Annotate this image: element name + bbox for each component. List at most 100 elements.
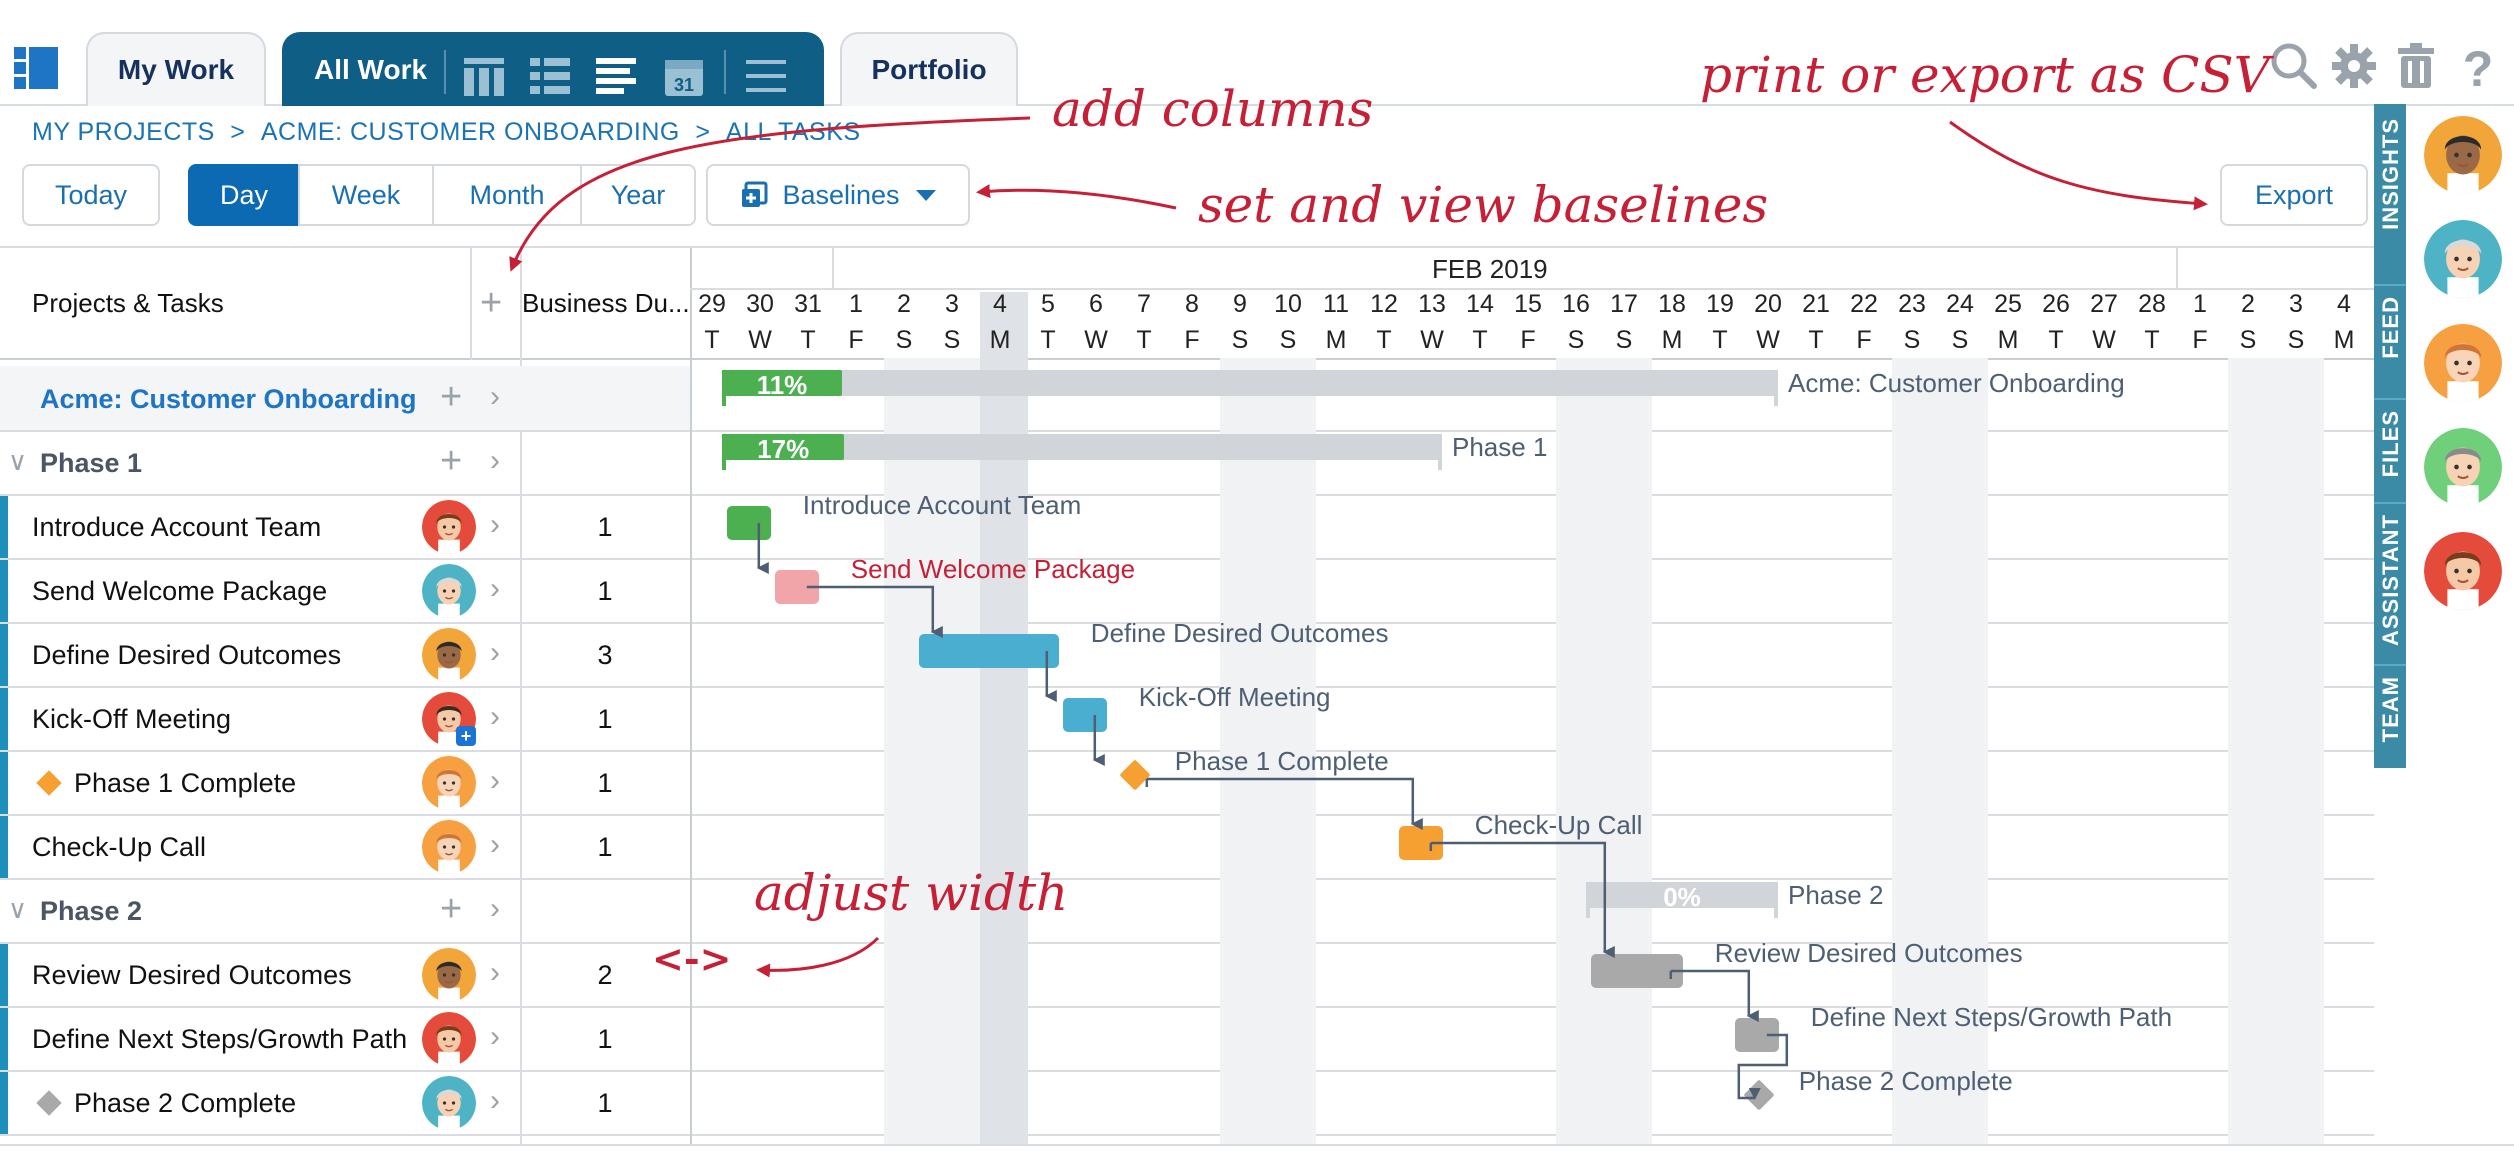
task-name[interactable]: Define Next Steps/Growth Path [32, 1024, 408, 1054]
search-icon[interactable] [2268, 40, 2320, 92]
divider [2374, 398, 2406, 400]
summary-bar[interactable] [722, 370, 1778, 396]
business-duration-value[interactable]: 1 [597, 576, 613, 606]
assignee-avatar[interactable] [422, 948, 476, 1002]
task-name[interactable]: Phase 2 [40, 896, 143, 926]
assignee-avatar[interactable] [422, 756, 476, 810]
add-task-button[interactable]: + [440, 888, 463, 930]
timeline-day: 12 [1370, 290, 1398, 318]
row-detail-chevron-icon[interactable]: › [490, 444, 500, 477]
grid-line [0, 1134, 2374, 1136]
collapse-chevron-icon[interactable]: ∨ [8, 446, 28, 476]
row-detail-chevron-icon[interactable]: › [490, 636, 500, 669]
timeline-weekday: M [2333, 326, 2355, 354]
task-bar[interactable] [1062, 698, 1107, 732]
timeline-weekday: S [943, 326, 961, 354]
row-detail-chevron-icon[interactable]: › [490, 1020, 500, 1053]
export-button[interactable]: Export [2220, 164, 2368, 226]
assignee-avatar[interactable] [422, 628, 476, 682]
side-tab-feed[interactable]: FEED [2378, 296, 2403, 359]
breadcrumb-my-projects[interactable]: MY PROJECTS [32, 118, 215, 146]
business-duration-value[interactable]: 2 [597, 960, 613, 990]
annotation-adjust-width: adjust width [754, 864, 1069, 922]
add-column-button[interactable]: + [480, 282, 503, 324]
task-name[interactable]: Kick-Off Meeting [32, 704, 232, 734]
team-member-avatar[interactable] [2424, 532, 2502, 610]
zoom-month-button[interactable]: Month [432, 164, 582, 226]
side-tab-team[interactable]: TEAM [2378, 676, 2403, 743]
add-task-button[interactable]: + [440, 440, 463, 482]
side-tab-insights[interactable]: INSIGHTS [2378, 118, 2403, 230]
side-tab-files[interactable]: FILES [2378, 410, 2403, 478]
app-menu-icon[interactable] [14, 47, 58, 89]
row-detail-chevron-icon[interactable]: › [490, 956, 500, 989]
trash-icon[interactable] [2390, 40, 2442, 92]
task-name[interactable]: Review Desired Outcomes [32, 960, 352, 990]
task-name[interactable]: Introduce Account Team [32, 512, 322, 542]
grid-line [0, 750, 2374, 752]
row-detail-chevron-icon[interactable]: › [490, 700, 500, 733]
assignee-avatar[interactable] [422, 820, 476, 874]
row-detail-chevron-icon[interactable]: › [490, 1084, 500, 1117]
row-detail-chevron-icon[interactable]: › [490, 764, 500, 797]
timeline-weekday: W [1420, 326, 1444, 354]
column-header-tasks[interactable]: Projects & Tasks [32, 288, 224, 318]
business-duration-value[interactable]: 1 [597, 832, 613, 862]
task-bar[interactable] [918, 634, 1059, 668]
menu-icon[interactable] [744, 54, 788, 98]
zoom-year-button[interactable]: Year [580, 164, 696, 226]
task-name[interactable]: Define Desired Outcomes [32, 640, 342, 670]
bar-label: Phase 1 [1452, 432, 1548, 462]
assignee-avatar[interactable] [422, 564, 476, 618]
gear-icon[interactable] [2328, 40, 2380, 92]
zoom-week-button[interactable]: Week [298, 164, 434, 226]
task-name[interactable]: Send Welcome Package [32, 576, 328, 606]
list-view-icon[interactable] [528, 54, 572, 98]
tab-portfolio[interactable]: Portfolio [840, 32, 1018, 106]
add-task-button[interactable]: + [440, 376, 463, 418]
task-name[interactable]: Acme: Customer Onboarding [40, 384, 417, 414]
timeline-weekday: F [1520, 326, 1536, 354]
row-detail-chevron-icon[interactable]: › [490, 828, 500, 861]
summary-bar[interactable] [1586, 882, 1778, 908]
business-duration-value[interactable]: 1 [597, 1088, 613, 1118]
business-duration-value[interactable]: 1 [597, 704, 613, 734]
team-member-avatar[interactable] [2424, 428, 2502, 506]
baselines-dropdown[interactable]: Baselines [706, 164, 970, 226]
task-name[interactable]: Phase 2 Complete [74, 1088, 297, 1118]
assignee-avatar[interactable] [422, 500, 476, 554]
row-detail-chevron-icon[interactable]: › [490, 572, 500, 605]
today-button[interactable]: Today [22, 164, 160, 226]
assignee-avatar[interactable] [422, 1076, 476, 1130]
collapse-chevron-icon[interactable]: ∨ [8, 894, 28, 924]
business-duration-value[interactable]: 1 [597, 512, 613, 542]
tab-my-work[interactable]: My Work [86, 32, 266, 106]
breadcrumb-project[interactable]: ACME: CUSTOMER ONBOARDING [260, 118, 680, 146]
chevron-down-icon [915, 190, 936, 201]
gantt-view-icon[interactable] [594, 54, 638, 98]
row-detail-chevron-icon[interactable]: › [490, 380, 500, 413]
assignee-avatar[interactable] [422, 1012, 476, 1066]
side-tab-assistant[interactable]: ASSISTANT [2378, 514, 2403, 647]
business-duration-value[interactable]: 3 [597, 640, 613, 670]
add-assignee-icon[interactable]: + [456, 726, 476, 746]
zoom-day-button[interactable]: Day [188, 164, 300, 226]
business-duration-value[interactable]: 1 [597, 1024, 613, 1054]
business-duration-value[interactable]: 1 [597, 768, 613, 798]
tab-all-work[interactable]: All Work 31 [282, 32, 824, 106]
team-member-avatar[interactable] [2424, 116, 2502, 194]
calendar-view-icon[interactable]: 31 [662, 54, 706, 98]
column-header-business-duration[interactable]: Business Du... [522, 288, 690, 318]
help-icon[interactable]: ? [2452, 40, 2504, 92]
board-view-icon[interactable] [462, 54, 506, 98]
task-name[interactable]: Phase 1 [40, 448, 143, 478]
task-name[interactable]: Phase 1 Complete [74, 768, 297, 798]
task-bar[interactable] [726, 506, 771, 540]
row-detail-chevron-icon[interactable]: › [490, 508, 500, 541]
task-name[interactable]: Check-Up Call [32, 832, 207, 862]
timeline-day: 14 [1466, 290, 1494, 318]
timeline-weekday: M [1325, 326, 1347, 354]
team-member-avatar[interactable] [2424, 324, 2502, 402]
row-detail-chevron-icon[interactable]: › [490, 892, 500, 925]
team-member-avatar[interactable] [2424, 220, 2502, 298]
